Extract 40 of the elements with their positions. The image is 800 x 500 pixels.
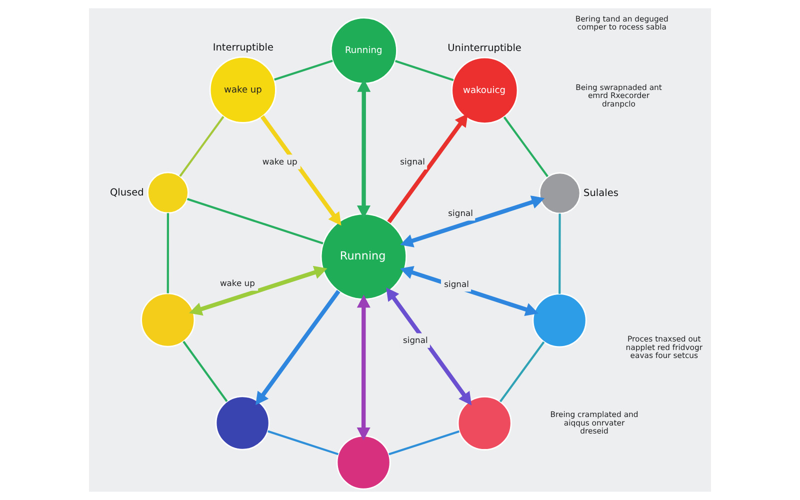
connector — [179, 116, 224, 177]
connector — [186, 198, 324, 244]
edge-label: wake up — [262, 156, 298, 166]
connector — [394, 60, 454, 82]
arrow — [400, 196, 545, 248]
node-circle — [336, 435, 391, 490]
edge-label: signal — [444, 278, 469, 289]
node-circle: wake up — [209, 56, 276, 124]
node-circle: wakouicg — [451, 56, 518, 124]
node-circle — [538, 172, 581, 214]
node-circle — [532, 293, 587, 348]
arrow — [400, 266, 539, 316]
connector — [558, 214, 561, 294]
edge-label: wake up — [220, 278, 255, 288]
node-label: Interruptible — [212, 42, 274, 54]
node-label: Uninterruptible — [448, 43, 522, 54]
node-circle — [140, 292, 196, 348]
connector — [274, 60, 333, 81]
connector — [388, 430, 460, 456]
arrow — [188, 266, 328, 316]
edge-label: signal — [403, 335, 428, 346]
connector — [182, 340, 228, 402]
arrow — [356, 294, 370, 440]
arrow — [356, 78, 371, 218]
connector — [503, 116, 548, 178]
arrow — [256, 290, 340, 406]
connector — [499, 341, 545, 402]
node-circle — [215, 396, 270, 450]
node-circle — [147, 172, 189, 214]
node-circle — [457, 396, 512, 450]
node-circle: Running — [330, 17, 398, 84]
edge-label: signal — [448, 208, 473, 218]
arrow — [387, 113, 468, 224]
arrow — [386, 287, 472, 406]
edge-label: signal — [400, 156, 425, 167]
node-label: Sulales — [584, 188, 618, 199]
node-label: Qlused — [110, 187, 144, 198]
node-circle: Running — [320, 213, 408, 300]
connector — [166, 213, 169, 294]
connector — [268, 430, 339, 456]
